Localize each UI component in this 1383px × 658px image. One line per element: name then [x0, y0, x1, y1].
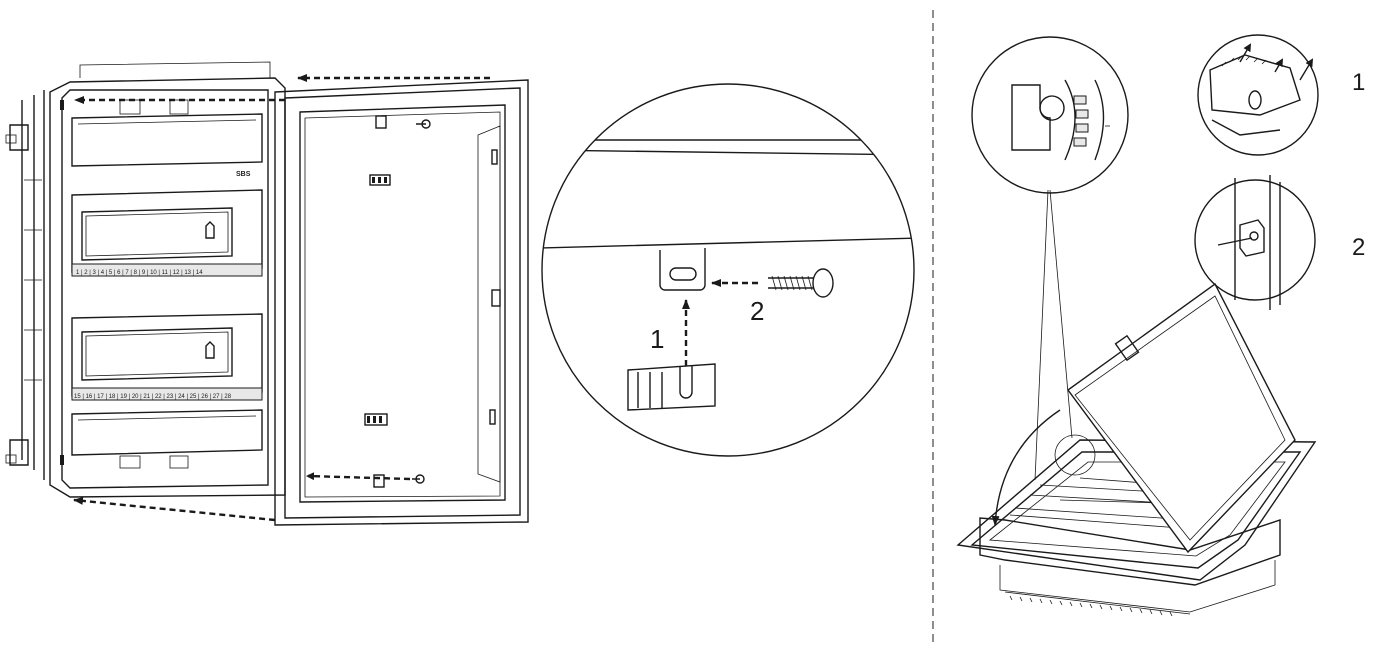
detail-step-2-label: 2 [750, 296, 764, 326]
clip-icon [627, 363, 716, 411]
screw-icon [768, 268, 834, 298]
upper-number-strip: 1 | 2 | 3 | 4 | 5 | 6 | 7 | 8 | 9 | 10 |… [76, 270, 203, 276]
clip-release-circle: 1 [1197, 34, 1365, 156]
svg-text:1 | 2 | 3 | 4 | 5 | 6 | 7 | 8: 1 | 2 | 3 | 4 | 5 | 6 | 7 | 8 | 9 | 10 |… [76, 270, 203, 276]
svg-text:15 | 16 | 17 | 18 | 19 | 20 |: 15 | 16 | 17 | 18 | 19 | 20 | 21 | 22 | … [74, 394, 232, 400]
clip-insert-circle: 2 [1194, 175, 1365, 310]
enclosure-box: 1 | 2 | 3 | 4 | 5 | 6 | 7 | 8 | 9 | 10 |… [5, 61, 286, 498]
lower-number-strip: 15 | 16 | 17 | 18 | 19 | 20 | 21 | 22 | … [74, 394, 232, 400]
screw-detail-circle: 1 2 [541, 83, 915, 457]
detail-step-1-label: 1 [650, 324, 664, 354]
assembly-arrows [73, 74, 490, 522]
svg-text:SBS: SBS [236, 171, 251, 178]
right-step-2-label: 2 [1352, 234, 1365, 261]
door-frame [274, 79, 529, 526]
flush-box-assembly [956, 189, 1317, 617]
right-step-1-label: 1 [1352, 69, 1365, 96]
hinge-detail-circle [971, 36, 1129, 194]
